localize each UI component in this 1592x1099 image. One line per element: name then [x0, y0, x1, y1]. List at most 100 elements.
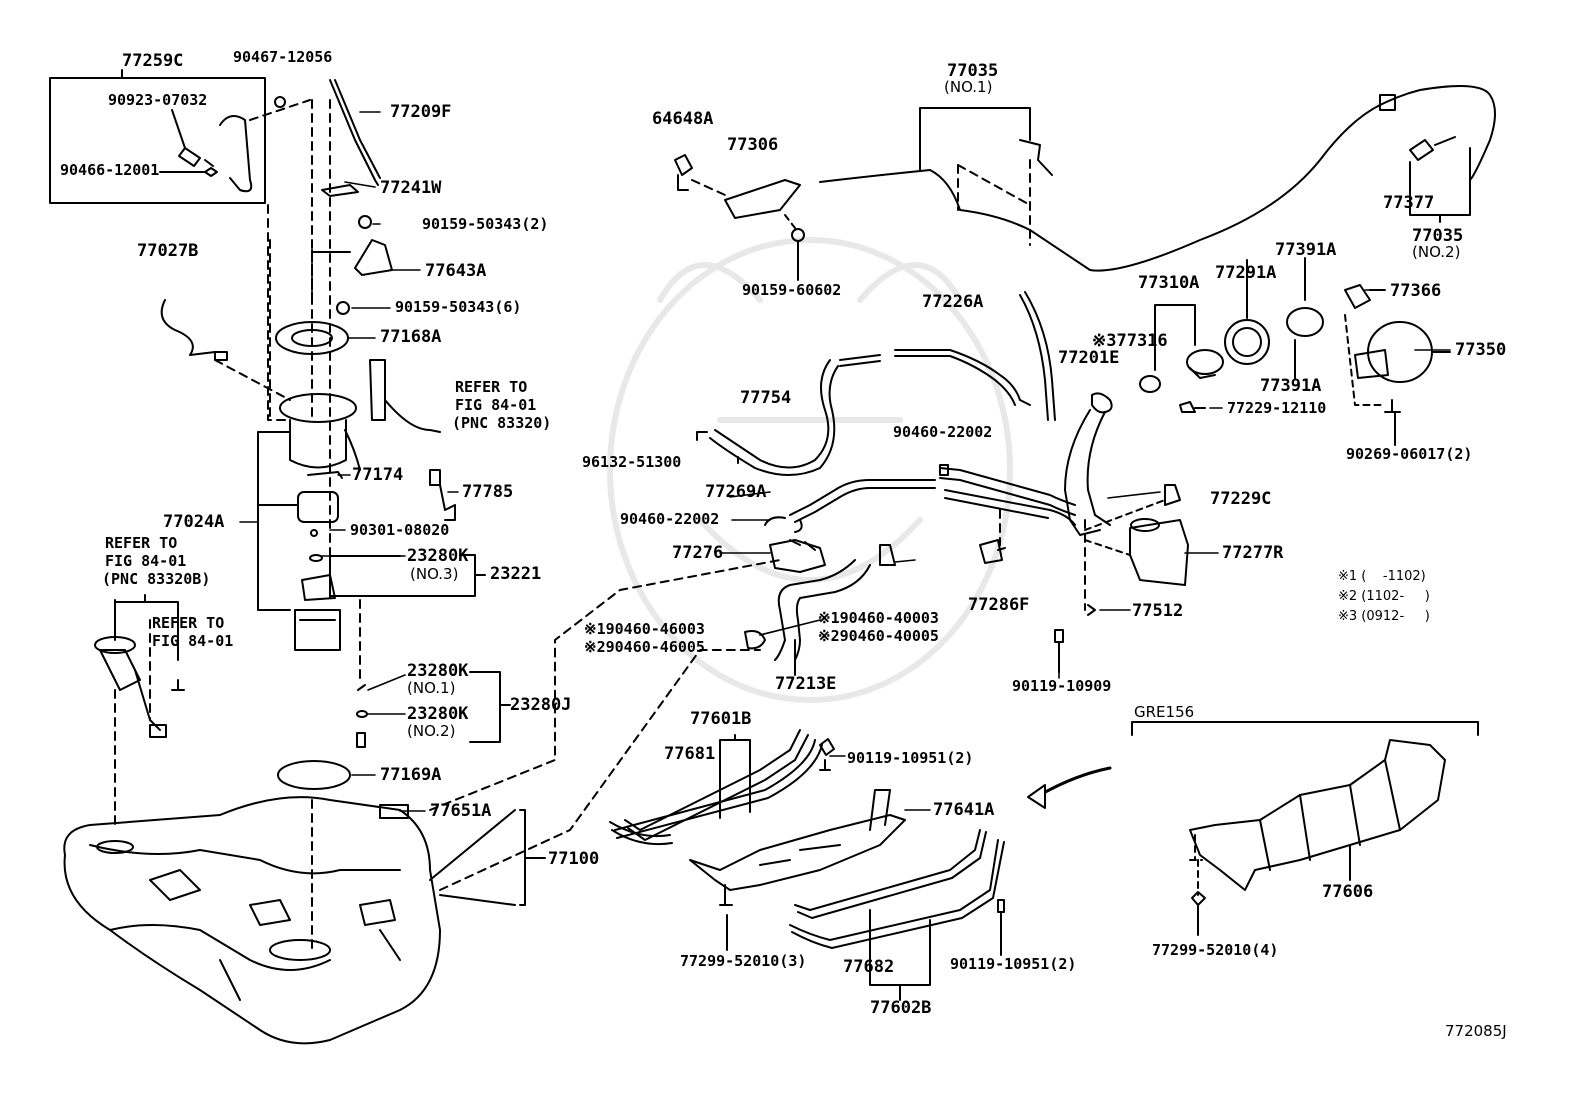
part-label-96132-51300: 96132-51300: [582, 453, 682, 471]
part-label-23280k-no1: 23280K: [407, 661, 469, 681]
bracket-77643a: [311, 215, 393, 315]
protector-77276: [769, 539, 826, 573]
part-label-77169a: 77169A: [380, 765, 442, 785]
part-label-90119-10909: 90119-10909: [1012, 677, 1112, 695]
part-label-90159-50343-6: 90159-50343(6): [395, 298, 522, 316]
part-label-290460-46005: ※290460-46005: [584, 638, 705, 656]
part-label-77681: 77681: [664, 744, 716, 764]
part-label-77682: 77682: [843, 957, 895, 977]
footnote-3: ※3 (0912- ): [1338, 609, 1430, 624]
pump-module: [257, 359, 441, 611]
part-label-77643a: 77643A: [425, 261, 487, 281]
part-label-77168a: 77168A: [380, 327, 442, 347]
part-label-77291a: 77291A: [1215, 263, 1277, 283]
part-label-290460-40005: ※290460-40005: [818, 627, 939, 645]
part-label-77035-no1-suffix: (NO.1): [944, 78, 993, 96]
filter-parts: [257, 469, 456, 537]
watermark-emblem: [607, 237, 1013, 703]
canister-parts: [979, 484, 1189, 673]
box-77259c: [49, 69, 311, 204]
part-label-90923-07032: 90923-07032: [108, 91, 208, 109]
refer-note-2-line2: FIG 84-01: [105, 552, 187, 570]
part-label-77213e: 77213E: [775, 674, 837, 694]
part-label-77229-12110: 77229-12110: [1227, 399, 1327, 417]
hose-77269a: [764, 464, 949, 533]
gasket-77169a: [277, 760, 351, 790]
part-label-no2: (NO.2): [407, 722, 456, 740]
refer-note-2-line1: REFER TO: [105, 534, 178, 552]
figure-code: 772085J: [1445, 1022, 1507, 1040]
part-label-190460-40003: ※190460-40003: [818, 609, 939, 627]
part-label-77606: 77606: [1322, 882, 1374, 902]
part-label-77316: ※377316: [1092, 331, 1168, 351]
part-label-90466-12001: 90466-12001: [60, 161, 160, 179]
part-label-90467-12056: 90467-12056: [233, 48, 333, 66]
part-label-23280j: 23280J: [510, 695, 572, 715]
release-cable-77035: [819, 85, 1496, 272]
part-label-23280k-no2: 23280K: [407, 704, 469, 724]
hose-77754: [696, 354, 881, 476]
part-label-77350: 77350: [1455, 340, 1507, 360]
part-label-77226a: 77226A: [922, 292, 984, 312]
part-label-77512: 77512: [1132, 601, 1184, 621]
protector-77641a: [689, 766, 1112, 951]
part-label-77391a-lower: 77391A: [1260, 376, 1322, 396]
part-label-77377: 77377: [1383, 193, 1435, 213]
part-label-77100: 77100: [548, 849, 600, 869]
part-label-90119-10951-upper: 90119-10951(2): [847, 749, 974, 767]
part-label-77601b: 77601B: [690, 709, 752, 729]
part-label-64648a: 64648A: [652, 109, 714, 129]
regulator-parts: [294, 554, 486, 651]
assembly-dash-lines: [267, 99, 361, 951]
refer-note-3-line2: FIG 84-01: [152, 632, 234, 650]
part-label-no1: (NO.1): [407, 679, 456, 697]
part-label-90119-10951-lower: 90119-10951(2): [950, 955, 1077, 973]
part-label-77286f: 77286F: [968, 595, 1030, 615]
fuel-tank-77100: [63, 796, 546, 1045]
part-label-90301-08020: 90301-08020: [350, 521, 450, 539]
part-label-23221: 23221: [490, 564, 542, 584]
refer-note-1-line2: FIG 84-01: [455, 396, 537, 414]
part-label-77269a: 77269A: [705, 482, 767, 502]
part-label-77035-no2-suffix: (NO.2): [1412, 243, 1461, 261]
part-label-77027b: 77027B: [137, 241, 199, 261]
filler-pipe-77201e: [894, 291, 1166, 611]
part-label-77241w: 77241W: [380, 178, 442, 198]
part-label-77201e: 77201E: [1058, 348, 1120, 368]
part-label-77310a: 77310A: [1138, 273, 1200, 293]
part-label-77276: 77276: [672, 543, 724, 563]
tank-leader-dashes: [429, 559, 781, 891]
part-label-90460-22002-lower: 90460-22002: [620, 510, 720, 528]
part-label-77391a-upper: 77391A: [1275, 240, 1337, 260]
part-label-77174: 77174: [352, 465, 404, 485]
part-label-90159-50343-2: 90159-50343(2): [422, 215, 549, 233]
part-label-77651a: 77651A: [430, 801, 492, 821]
hose-77213e: [744, 544, 896, 676]
o-rings-23280: [356, 671, 511, 748]
part-label-90460-22002-upper: 90460-22002: [893, 423, 993, 441]
part-label-77035-no1: 77035: [947, 61, 999, 81]
sender-unit-left: [94, 594, 185, 831]
leader-lines: [239, 111, 1451, 812]
refer-note-3-line1: REFER TO: [152, 614, 225, 632]
part-label-77306: 77306: [727, 135, 779, 155]
variant-label-gre156: GRE156: [1134, 703, 1195, 721]
part-label-190460-46003: ※190460-46003: [584, 620, 705, 638]
part-label-23280k-no3: 23280K: [407, 546, 469, 566]
refer-note-1-line1: REFER TO: [455, 378, 528, 396]
part-label-77299-52010-4: 77299-52010(4): [1152, 941, 1279, 959]
part-label-77024a: 77024A: [163, 512, 225, 532]
part-label-77785: 77785: [462, 482, 514, 502]
part-label-77277r: 77277R: [1222, 543, 1284, 563]
tank-straps: [609, 729, 1005, 1001]
gre156-section: [1131, 721, 1479, 936]
part-label-90269-06017: 90269-06017(2): [1346, 445, 1473, 463]
part-label-77299-52010-3: 77299-52010(3): [680, 952, 807, 970]
filler-lid-parts: [1139, 257, 1451, 446]
lid-lock-assembly: [674, 154, 805, 281]
lead-77027b: [160, 299, 291, 401]
part-label-77229c: 77229C: [1210, 489, 1272, 509]
part-label-no3: (NO.3): [410, 565, 459, 583]
